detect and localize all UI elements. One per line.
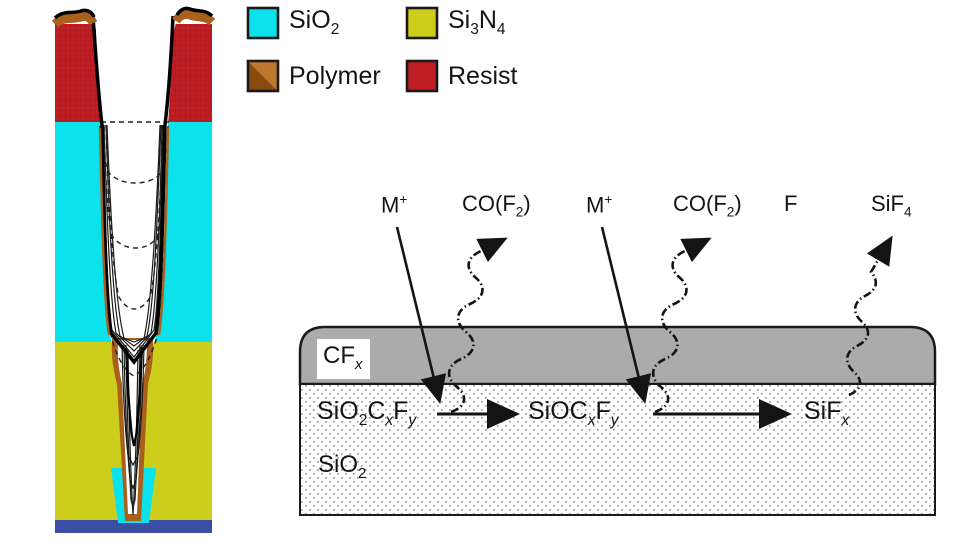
legend-item-resist: Resist xyxy=(405,59,517,93)
substrate-layer xyxy=(55,520,212,533)
legend-label-sio2: SiO2 xyxy=(289,6,340,39)
surface-skin-left xyxy=(53,8,96,20)
legend-swatch-si3n4 xyxy=(405,6,439,40)
label-sio2cxfy: SiO2CxFy xyxy=(317,397,417,429)
cfx-film-layer xyxy=(298,325,937,386)
legend-swatch-polymer xyxy=(246,59,280,93)
legend-swatch-sio2 xyxy=(246,6,280,40)
desorption-squiggle-3 xyxy=(845,235,893,397)
reaction-diagram xyxy=(298,226,937,516)
legend-item-polymer: Polymer xyxy=(246,59,381,93)
ion-arrow-1 xyxy=(395,226,447,405)
polymer-sidewall-lining xyxy=(98,127,170,336)
etch-profile-panel xyxy=(51,6,216,533)
label-cof2-1: CO(F2) xyxy=(462,191,531,220)
desorption-squiggles xyxy=(447,235,893,414)
surface-skin-right xyxy=(175,6,214,18)
label-sifx: SiFx xyxy=(804,397,850,429)
legend-label-polymer: Polymer xyxy=(289,61,381,90)
legend-label-si3n4: Si3N4 xyxy=(448,6,506,39)
legend-item-sio2: SiO2 xyxy=(246,6,339,40)
label-ion-2: M+ xyxy=(586,192,613,218)
desorption-squiggle-1 xyxy=(447,237,508,414)
label-cfx-film: CFx xyxy=(323,342,363,373)
legend-label-resist: Resist xyxy=(448,61,518,90)
label-sio2-bulk: SiO2 xyxy=(318,451,367,482)
legend-item-si3n4: Si3N4 xyxy=(405,6,506,40)
legend-swatch-resist xyxy=(405,59,439,93)
channel-center-contour xyxy=(124,347,144,447)
label-siocxfy: SiOCxFy xyxy=(528,397,619,429)
label-f-radical: F xyxy=(784,191,798,216)
label-sif4: SiF4 xyxy=(871,191,912,220)
sio2-bulk-layer xyxy=(299,383,936,516)
label-ion-1: M+ xyxy=(381,192,408,218)
polymer-top-right xyxy=(172,9,216,26)
cfx-label-box xyxy=(317,339,370,379)
desorption-squiggle-2 xyxy=(651,237,712,414)
label-cof2-2: CO(F2) xyxy=(673,191,742,220)
final-etch-profile xyxy=(91,15,175,365)
polymer-top-left xyxy=(51,11,98,28)
ion-arrow-2 xyxy=(600,226,652,405)
